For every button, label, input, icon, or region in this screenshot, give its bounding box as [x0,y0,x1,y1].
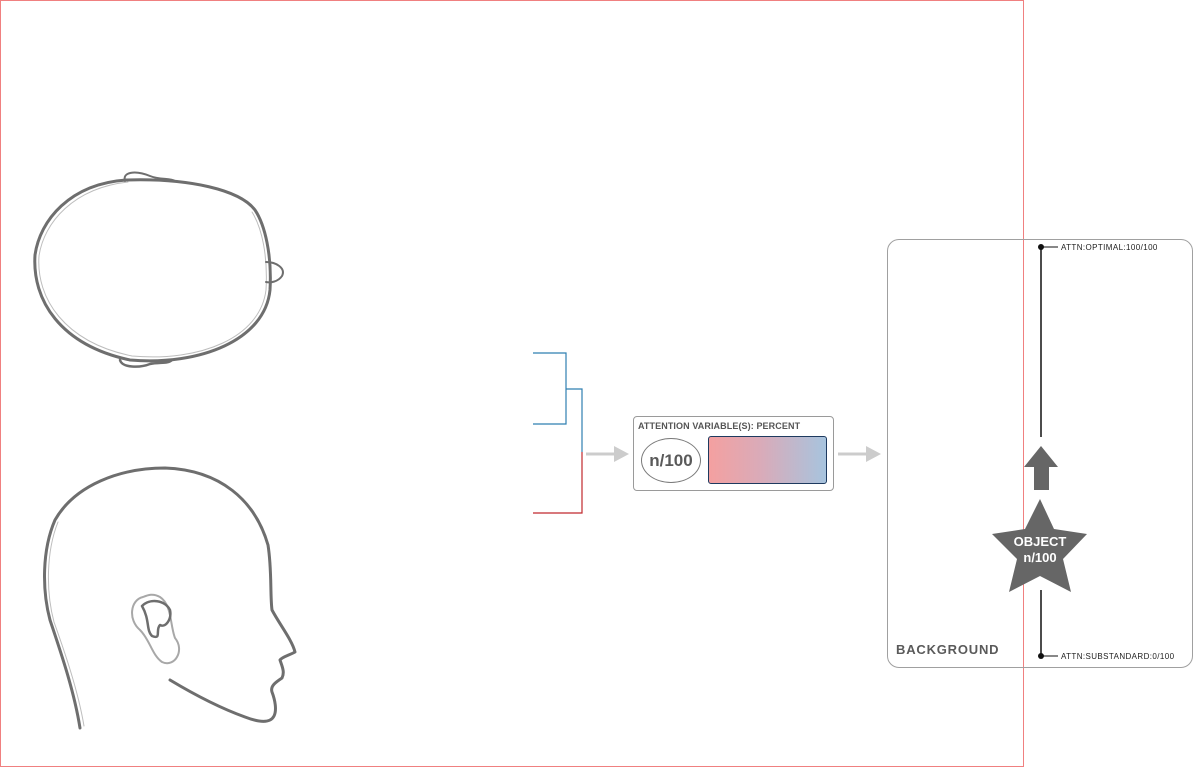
object-label-line2: n/100 [1023,550,1057,565]
object-label-line1: OBJECT [1013,534,1067,549]
left-frame [0,0,1024,767]
star-icon [992,499,1087,592]
background-panel [887,239,1193,668]
arrow-right-icon [586,446,629,462]
head-side-view-icon [43,466,297,730]
attention-gradient-bar [708,436,827,484]
attention-value-oval: n/100 [641,438,701,483]
attention-box-title: ATTENTION VARIABLE(S): PERCENT [638,421,801,431]
optimal-label: ATTN:OPTIMAL:100/100 [1061,243,1158,252]
head-top-view-icon [33,171,284,368]
arrow-right-icon [838,446,881,462]
background-label: BACKGROUND [896,642,1000,657]
input-bracket [533,352,583,514]
arrow-up-icon [1024,446,1058,490]
object-star-label: OBJECT n/100 [992,534,1088,566]
substandard-label: ATTN:SUBSTANDARD:0/100 [1061,652,1175,661]
attention-scale [1038,244,1058,659]
attention-variable-box: ATTENTION VARIABLE(S): PERCENT n/100 [633,416,834,491]
